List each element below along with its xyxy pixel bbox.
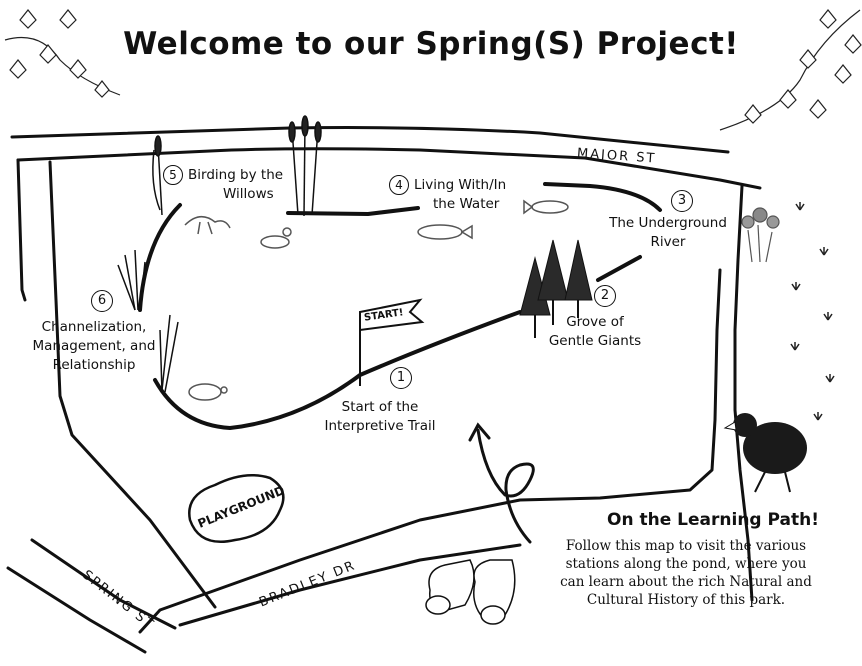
coot-bird xyxy=(723,413,807,493)
station-6-line-1: Channelization, xyxy=(41,319,147,335)
station-5-line-2: Willows xyxy=(223,186,274,202)
trail-5-to-6 xyxy=(138,203,182,312)
station-3-label: The Underground River xyxy=(602,214,734,252)
station-1-label: Start of the Interpretive Trail xyxy=(310,398,450,436)
bird-tracks xyxy=(790,202,835,421)
learning-path-line-2: stations along the pond, where you xyxy=(565,556,807,572)
station-6-number[interactable]: 6 xyxy=(91,290,113,312)
trail-4-to-5 xyxy=(286,206,420,216)
park-west-edge-outer xyxy=(16,158,27,302)
major-st-road-upper xyxy=(10,126,730,154)
start-flag xyxy=(359,298,425,386)
park-east-edge-inner xyxy=(138,268,722,634)
park-east-edge-outer xyxy=(733,184,754,602)
duck xyxy=(260,227,292,249)
learning-path-title: On the Learning Path! xyxy=(607,510,819,530)
station-2-line-1: Grove of xyxy=(566,314,624,330)
trail-3-to-4 xyxy=(543,182,662,212)
station-4-line-1: Living With/In xyxy=(414,177,507,193)
station-2-line-2: Gentle Giants xyxy=(548,333,642,349)
trail-main xyxy=(153,310,522,430)
station-5-line-1: Birding by the xyxy=(188,167,284,183)
ivy-leaves-top-left xyxy=(4,9,121,98)
station-2-number[interactable]: 2 xyxy=(594,285,616,307)
learning-path-line-3: can learn about the rich Natural and xyxy=(560,574,812,590)
station-3-line-1: The Underground xyxy=(609,215,727,231)
arrow-loop xyxy=(468,422,535,544)
wildflowers xyxy=(741,207,780,263)
trout xyxy=(523,199,569,215)
fish xyxy=(417,224,473,240)
learning-path-line-4: Cultural History of this park. xyxy=(586,592,786,608)
cattails xyxy=(117,115,322,393)
roads xyxy=(6,126,762,654)
fir-trees xyxy=(519,239,593,338)
station-1-line-2: Interpretive Trail xyxy=(324,418,436,434)
station-6-line-3: Relationship xyxy=(52,357,136,373)
station-4-number: 4 xyxy=(389,175,409,195)
station-1-line-1: Start of the xyxy=(341,399,419,415)
station-6-label: Channelization, Management, and Relation… xyxy=(14,318,174,375)
bradley-dr-road xyxy=(178,543,522,627)
station-5-number: 5 xyxy=(163,165,183,185)
station-6-line-2: Management, and xyxy=(32,338,156,354)
page-title: Welcome to our Spring(S) Project! xyxy=(123,26,739,62)
learning-path-description: Follow this map to visit the various sta… xyxy=(533,537,839,609)
spring-st-road-upper xyxy=(30,538,177,630)
station-3-line-2: River xyxy=(650,234,686,250)
learning-path-line-1: Follow this map to visit the various xyxy=(565,538,807,554)
station-5-label[interactable]: 5 Birding by the Willows xyxy=(163,165,283,204)
ivy-leaves-top-right xyxy=(719,9,862,131)
park-west-edge xyxy=(48,160,217,609)
station-4-line-2: the Water xyxy=(433,196,500,212)
heron xyxy=(184,216,231,235)
turtle xyxy=(188,383,228,401)
station-4-label[interactable]: 4 Living With/In the Water xyxy=(389,175,506,214)
trail-grove-to-3 xyxy=(596,255,642,282)
playground-outline xyxy=(188,473,285,543)
station-3-number[interactable]: 3 xyxy=(671,190,693,212)
station-1-number[interactable]: 1 xyxy=(390,367,412,389)
spring-st-road-lower xyxy=(6,566,147,654)
binoculars xyxy=(425,559,516,625)
station-2-label: Grove of Gentle Giants xyxy=(540,313,650,351)
